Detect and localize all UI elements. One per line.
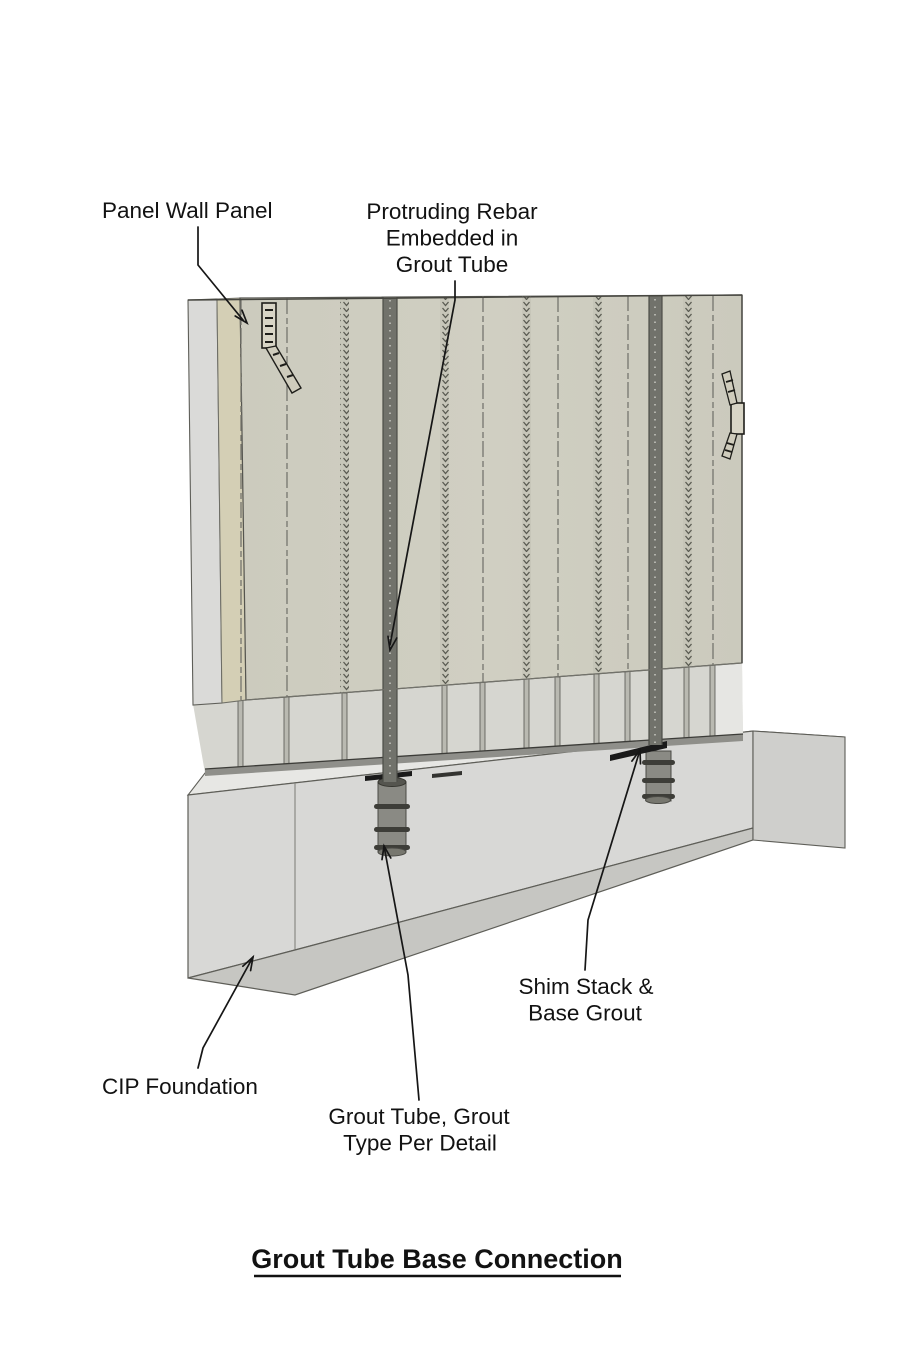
ghost-zone-right-light xyxy=(714,663,743,742)
grout-tube-label-line2: Type Per Detail xyxy=(343,1131,497,1156)
erection-bracket-right xyxy=(721,370,745,460)
bracket-hatch xyxy=(265,309,273,343)
rebar-stripe-right xyxy=(649,296,662,745)
zigzag-strip xyxy=(593,296,602,674)
grout-tube-left-ring xyxy=(374,827,410,832)
shim-leader-line xyxy=(584,749,641,971)
callout-grout-tube: Grout Tube, Grout Type Per Detail xyxy=(328,843,510,1156)
zigzag-strip xyxy=(683,295,692,667)
bracket-plate xyxy=(730,402,745,435)
rebar-stripes xyxy=(382,296,663,782)
rebar-stripe-left xyxy=(383,297,397,782)
erection-bracket-left xyxy=(261,302,302,394)
bracket-strap-lower xyxy=(721,432,738,460)
bracket-strap xyxy=(264,345,302,394)
shim-arrowhead-icon xyxy=(631,747,642,765)
base-grout-patch-mid xyxy=(432,771,462,778)
grout-tube-leader-line xyxy=(383,845,420,1101)
panel-bottom-edge xyxy=(245,662,743,701)
bracket-strap-upper xyxy=(721,370,738,406)
cip-arrowhead-icon xyxy=(241,954,255,972)
dowel xyxy=(283,696,290,768)
panel-top-edge xyxy=(187,294,743,301)
cip-label: CIP Foundation xyxy=(102,1074,258,1099)
rebar-label-line2: Embedded in xyxy=(386,226,519,251)
grout-tube-right-bottom xyxy=(645,796,671,804)
zigzag-strip xyxy=(440,297,449,685)
dowel xyxy=(683,666,690,742)
grout-tube-left-ring xyxy=(374,804,410,809)
dowel xyxy=(709,664,716,740)
title-text: Grout Tube Base Connection xyxy=(251,1244,623,1274)
dowel xyxy=(523,678,530,752)
cip-foundation xyxy=(186,730,846,996)
shim-label-line1: Shim Stack & xyxy=(518,974,653,999)
grout-tube-label-line1: Grout Tube, Grout xyxy=(328,1104,510,1129)
foundation-right-face xyxy=(752,730,846,849)
panel-label: Panel Wall Panel xyxy=(102,198,273,223)
callout-panel-wall-panel: Panel Wall Panel xyxy=(102,198,273,325)
grout-tube-right-ring xyxy=(642,778,675,783)
callout-cip-foundation: CIP Foundation xyxy=(102,954,258,1099)
zigzag-strip xyxy=(340,298,349,693)
grout-tube-left xyxy=(374,777,410,857)
dowel xyxy=(624,670,631,746)
rebar-arrowhead-icon xyxy=(387,635,398,653)
cip-leader-line xyxy=(197,956,254,1069)
panel-side-strip xyxy=(187,298,223,706)
bracket-strap-hatch xyxy=(272,352,294,378)
dowel xyxy=(479,681,486,755)
grout-tube-right-body xyxy=(645,750,672,802)
dowel xyxy=(554,676,561,750)
panel-arrowhead-icon xyxy=(234,309,249,325)
grout-tube-right xyxy=(642,750,675,804)
callout-shim-stack: Shim Stack & Base Grout xyxy=(518,747,654,1026)
sill-band xyxy=(205,734,743,776)
dowel xyxy=(593,673,600,748)
drawing-title: Grout Tube Base Connection xyxy=(251,1244,623,1278)
zigzag-strips xyxy=(340,295,692,693)
panel-leader-line xyxy=(197,226,244,321)
panel-main-face xyxy=(239,294,743,701)
grout-tube-arrowhead-icon xyxy=(381,843,392,861)
dowel xyxy=(441,684,448,758)
grout-tube-left-body xyxy=(377,781,407,853)
rebar-label-line1: Protruding Rebar xyxy=(366,199,538,224)
dowel xyxy=(237,699,244,771)
shim-label-line2: Base Grout xyxy=(528,1001,643,1026)
zigzag-strip xyxy=(522,296,531,679)
annotations: Panel Wall Panel Protruding Rebar Embedd… xyxy=(102,198,654,1156)
bracket-hatch xyxy=(724,379,736,453)
wall-panel xyxy=(187,294,745,782)
rebar-leader-line xyxy=(389,280,456,646)
dowel xyxy=(341,692,348,765)
callout-protruding-rebar: Protruding Rebar Embedded in Grout Tube xyxy=(366,199,538,653)
rebar-label-line3: Grout Tube xyxy=(396,252,509,277)
grout-tube-right-ring xyxy=(642,760,675,765)
